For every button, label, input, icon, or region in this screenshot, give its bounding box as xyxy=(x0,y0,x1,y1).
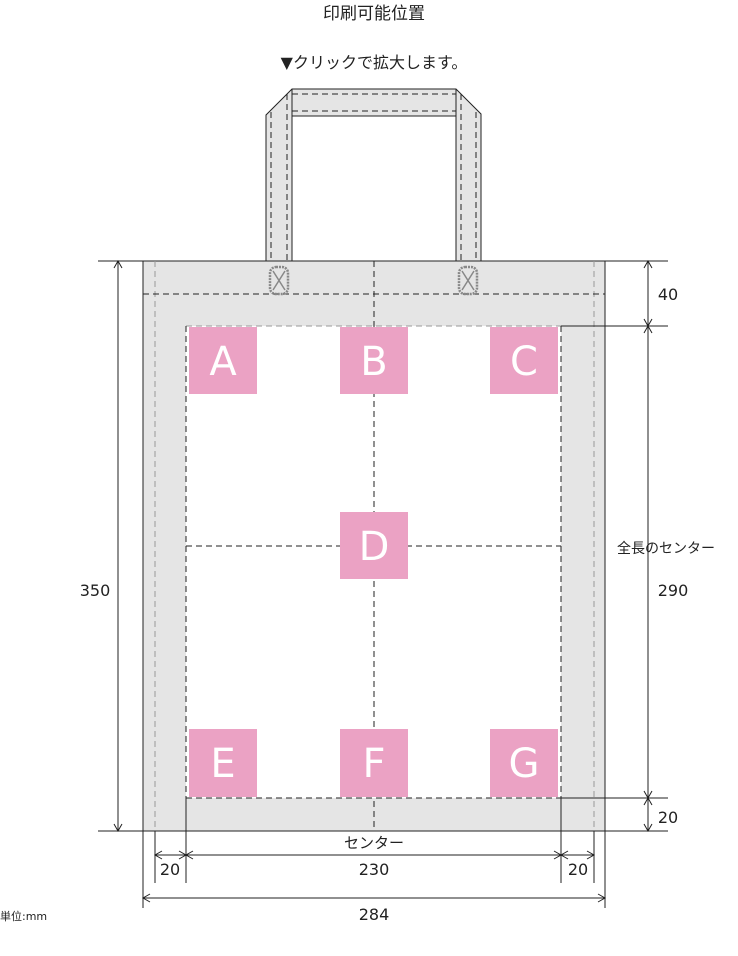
position-g[interactable]: G xyxy=(490,729,558,797)
position-c[interactable]: C xyxy=(490,327,558,394)
position-a[interactable]: A xyxy=(189,327,257,394)
svg-text:290: 290 xyxy=(658,581,689,600)
position-f[interactable]: F xyxy=(340,729,408,797)
svg-text:20: 20 xyxy=(568,860,588,879)
svg-text:F: F xyxy=(362,741,385,787)
svg-text:284: 284 xyxy=(359,905,390,924)
svg-text:B: B xyxy=(360,339,387,385)
svg-text:20: 20 xyxy=(658,808,678,827)
height-dimension: 350 xyxy=(80,259,143,833)
right-dimensions: 40 290 20 全長のセンター xyxy=(561,259,715,833)
svg-text:E: E xyxy=(210,741,235,787)
width-dimensions: センター 20 230 20 284 xyxy=(141,798,607,924)
position-d[interactable]: D xyxy=(340,512,408,579)
rivet-icon xyxy=(268,265,290,296)
position-b[interactable]: B xyxy=(340,327,408,394)
vertical-center-label: 全長のセンター xyxy=(617,540,715,557)
svg-text:G: G xyxy=(509,741,540,787)
svg-text:350: 350 xyxy=(80,581,111,600)
svg-text:230: 230 xyxy=(359,860,390,879)
center-label: センター xyxy=(344,834,404,852)
svg-text:D: D xyxy=(359,524,390,570)
svg-text:C: C xyxy=(510,339,538,385)
svg-text:A: A xyxy=(209,339,237,385)
svg-text:20: 20 xyxy=(160,860,180,879)
svg-text:40: 40 xyxy=(658,285,678,304)
unit-label: 単位:mm xyxy=(0,909,47,923)
bag-handles xyxy=(265,88,482,262)
page-title: 印刷可能位置 xyxy=(323,4,425,24)
zoom-hint-link[interactable]: ▼クリックで拡大します。 xyxy=(281,53,468,72)
rivet-icon xyxy=(457,265,479,296)
position-e[interactable]: E xyxy=(189,729,257,797)
